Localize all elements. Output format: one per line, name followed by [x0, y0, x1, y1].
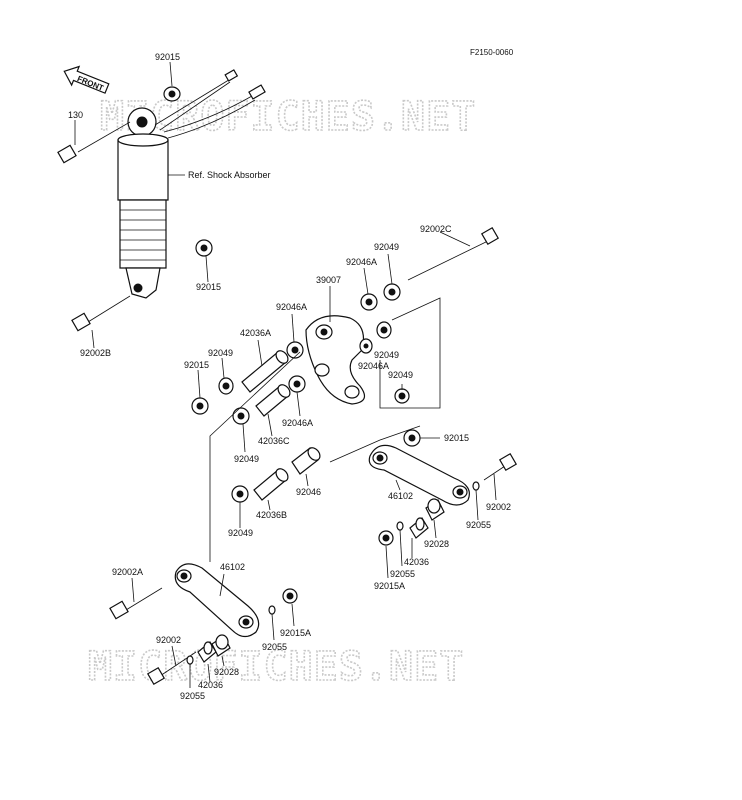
washer-92049-c	[394, 388, 410, 404]
label-92055-b: 92055	[390, 569, 415, 579]
label-42036B: 42036B	[256, 510, 287, 520]
label-92055-a: 92055	[466, 520, 491, 530]
label-92046A-a: 92046A	[346, 257, 377, 267]
nut-92015-right	[403, 429, 440, 447]
bushing-92046A-a	[360, 267, 378, 311]
label-92049-f: 92049	[228, 528, 253, 538]
collar-92028-left	[211, 634, 231, 667]
bolt-92002-right	[483, 452, 518, 501]
nut-92015A-right	[378, 530, 394, 579]
label-42036-a: 42036	[404, 557, 429, 567]
bushing-92046A-c	[286, 313, 304, 359]
label-92028-b: 92028	[214, 667, 239, 677]
label-92002A: 92002A	[112, 567, 143, 577]
o-ring-92055-left-a	[268, 605, 276, 641]
bolt-92002A	[109, 577, 163, 620]
label-42036C: 42036C	[258, 436, 290, 446]
label-92046A-c: 92046A	[358, 361, 389, 371]
bolt-92002B	[71, 295, 131, 349]
label-46102-a: 46102	[388, 491, 413, 501]
collar-92028-right	[425, 498, 445, 539]
label-92015A-b: 92015A	[280, 628, 311, 638]
label-92015-d: 92015	[444, 433, 469, 443]
washer-92049-f	[231, 485, 249, 528]
sleeve-42036A	[241, 339, 289, 393]
label-92049-d: 92049	[388, 370, 413, 380]
sleeve-42036-right	[409, 517, 429, 558]
label-92015A-a: 92015A	[374, 581, 405, 591]
sleeve-42036B	[253, 468, 289, 511]
label-92046: 92046	[296, 487, 321, 497]
label-92049-c: 92049	[374, 350, 399, 360]
label-92046A-d: 92046A	[282, 418, 313, 428]
nut-92015-top	[163, 61, 181, 102]
label-92049-b: 92049	[208, 348, 233, 358]
front-arrow-icon: FRONT	[63, 65, 110, 94]
label-42036A: 42036A	[240, 328, 271, 338]
label-92055-d: 92055	[180, 691, 205, 701]
bushing-92046A-d	[288, 375, 306, 417]
bolt-130	[57, 120, 131, 164]
label-ref-shock-absorber: Ref. Shock Absorber	[188, 170, 271, 180]
label-92015-a: 92015	[155, 52, 180, 62]
label-92002B: 92002B	[80, 348, 111, 358]
bolt-92002C	[407, 226, 500, 281]
bushing-92046A-b	[359, 338, 373, 354]
tie-rod-46102-right	[368, 444, 470, 506]
label-92049-e: 92049	[234, 454, 259, 464]
label-42036-b: 42036	[198, 680, 223, 690]
rocker-arm-39007	[305, 286, 366, 405]
label-92049-a: 92049	[374, 242, 399, 252]
shock-absorber	[117, 69, 266, 299]
label-92028-a: 92028	[424, 539, 449, 549]
label-92055-c: 92055	[262, 642, 287, 652]
bushing-92046	[291, 447, 321, 487]
label-92002-a: 92002	[486, 502, 511, 512]
label-92046A-b: 92046A	[276, 302, 307, 312]
washer-92049-d	[218, 357, 234, 395]
label-46102-b: 46102	[220, 562, 245, 572]
nut-92015A-left	[282, 588, 298, 627]
washer-92049-b	[376, 321, 392, 339]
label-130: 130	[68, 110, 83, 120]
tie-rod-46102-left	[174, 563, 260, 638]
label-92002-b: 92002	[156, 635, 181, 645]
o-ring-92055-right	[472, 481, 480, 521]
sleeve-42036C	[255, 384, 291, 437]
watermark-bottom: MICROFICHES.NET	[88, 644, 464, 690]
label-92002C: 92002C	[420, 224, 452, 234]
figure-code: F2150-0060	[470, 48, 514, 57]
label-92015-c: 92015	[184, 360, 209, 370]
o-ring-92055-left-b	[186, 655, 194, 688]
label-92015-b: 92015	[196, 282, 221, 292]
label-39007: 39007	[316, 275, 341, 285]
watermark-top: MICROFICHES.NET	[100, 94, 476, 140]
nut-92015-shock	[195, 239, 213, 283]
o-ring-92055-right-b	[396, 521, 404, 567]
nut-92015-left	[191, 369, 209, 415]
washer-92049-e	[232, 407, 250, 453]
washer-92049-a	[383, 253, 401, 301]
